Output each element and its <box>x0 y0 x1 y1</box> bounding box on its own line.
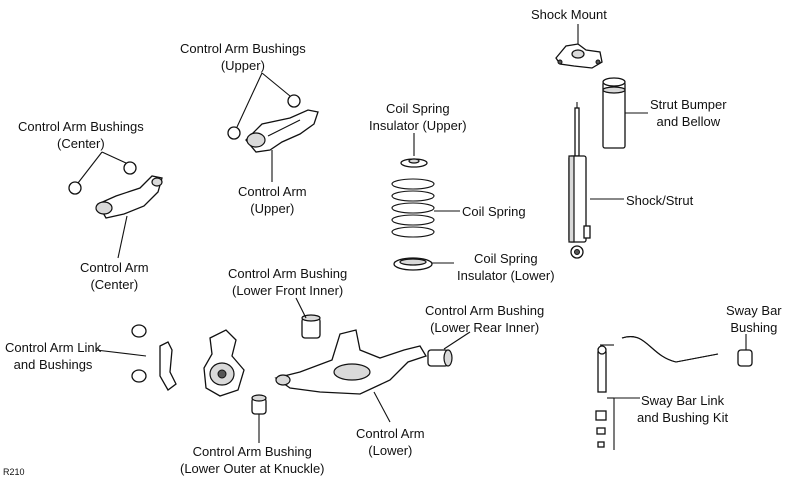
label-shock-strut: Shock/Strut <box>626 193 694 208</box>
label-control-arm-bushings-center: Control Arm Bushings (Center) <box>18 119 144 151</box>
label-coil-spring: Coil Spring <box>462 204 526 219</box>
coil-spring-insulator-lower-part <box>393 257 454 271</box>
label-control-arm-center: Control Arm (Center) <box>80 260 149 292</box>
label-shock-mount: Shock Mount <box>531 7 607 22</box>
shock-mount-part <box>555 43 603 69</box>
label-strut-bumper-bellow: Strut Bumper and Bellow <box>650 97 727 129</box>
label-control-arm-bushing-lower-rear-inner: Control Arm Bushing (Lower Rear Inner) <box>425 303 545 335</box>
label-sway-bar-bushing: Sway Bar Bushing <box>726 303 782 335</box>
lower-front-inner-bushing-part <box>295 297 321 339</box>
label-control-arm-bushing-lower-outer: Control Arm Bushing (Lower Outer at Knuc… <box>180 444 325 476</box>
label-sway-bar-link-kit: Sway Bar Link and Bushing Kit <box>637 393 729 425</box>
label-control-arm-bushing-lower-front-inner: Control Arm Bushing (Lower Front Inner) <box>228 266 348 298</box>
control-arm-link-part <box>95 324 177 391</box>
shock-strut-part <box>568 102 624 259</box>
upper-control-arm-part <box>245 109 319 182</box>
coil-spring-insulator-upper-part <box>400 133 428 168</box>
lower-outer-bushing-part <box>251 394 267 443</box>
center-control-arm-part <box>95 175 163 259</box>
lower-rear-inner-bushing-part <box>427 331 471 367</box>
center-bushings-part <box>68 151 137 195</box>
figure-code: R210 <box>3 467 25 477</box>
sway-bar-link-part <box>595 345 640 450</box>
label-coil-spring-insulator-lower: Coil Spring Insulator (Lower) <box>457 251 555 283</box>
label-control-arm-lower: Control Arm (Lower) <box>356 426 425 458</box>
coil-spring-part <box>391 178 460 238</box>
label-control-arm-upper: Control Arm (Upper) <box>238 184 307 216</box>
strut-bumper-part <box>602 77 648 149</box>
label-coil-spring-insulator-upper: Coil Spring Insulator (Upper) <box>369 101 467 133</box>
sway-bar-part <box>621 334 753 367</box>
label-control-arm-bushings-upper: Control Arm Bushings (Upper) <box>180 41 306 73</box>
label-control-arm-link-bushings: Control Arm Link and Bushings <box>5 340 102 372</box>
knuckle-part <box>203 329 245 397</box>
upper-bushings-part <box>227 72 301 140</box>
lower-control-arm-part <box>274 329 427 423</box>
